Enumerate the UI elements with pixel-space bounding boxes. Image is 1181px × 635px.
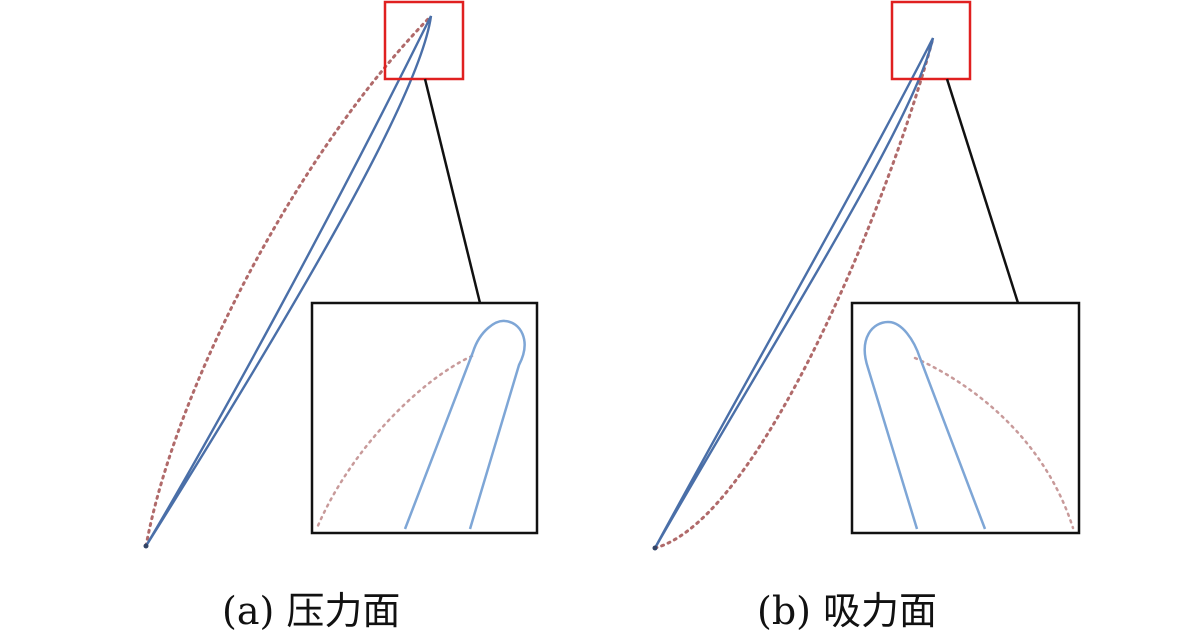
dotted-curve-a <box>144 14 433 548</box>
panel-b <box>652 0 1081 551</box>
zoom-blade-edge-b <box>863 320 987 530</box>
highlight-box-b <box>890 0 972 81</box>
zoom-box-b <box>850 301 1081 535</box>
caption-panel-a: (a) 压力面 <box>222 589 401 633</box>
panel-a <box>143 0 539 549</box>
zoom-dotted-curve-a <box>315 354 474 530</box>
blade-outline-b <box>653 37 935 549</box>
zoom-dotted-curve-b <box>913 356 1075 530</box>
trailing-edge-point-b <box>652 545 658 551</box>
connector-line-b <box>945 78 1020 304</box>
trailing-edge-point-a <box>143 543 149 549</box>
zoom-box-a <box>310 301 539 535</box>
dotted-curve-b <box>653 36 935 550</box>
zoom-blade-edge-a <box>403 319 526 530</box>
caption-panel-b: (b) 吸力面 <box>757 589 938 633</box>
connector-line-a <box>423 78 482 304</box>
highlight-box-a <box>383 0 465 81</box>
blade-outline-a <box>144 15 433 547</box>
